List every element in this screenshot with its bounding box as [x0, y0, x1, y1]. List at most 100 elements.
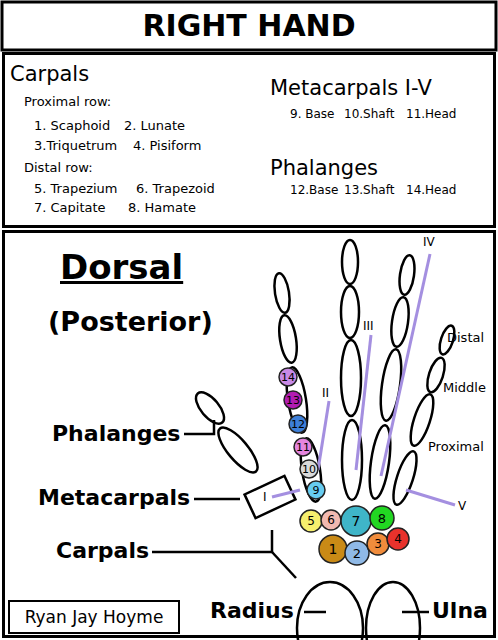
key-text: 2. Lunate: [124, 119, 185, 132]
leader-line: [184, 420, 214, 434]
callout-number: 12: [288, 414, 308, 434]
key-text: Metacarpals I-V: [270, 78, 432, 99]
key-text: 10.Shaft: [344, 108, 394, 120]
bone-marker: 9: [306, 480, 326, 500]
leader-line: [304, 611, 326, 614]
finger-bone: [276, 314, 299, 364]
marker-fill: [294, 438, 312, 456]
marker-fill: [321, 510, 341, 530]
callout-label: I: [263, 491, 267, 503]
marker-fill: [300, 510, 322, 532]
callout-number: 4: [386, 527, 410, 551]
marker-fill: [367, 533, 389, 555]
key-text: 11.Head: [406, 108, 456, 120]
pointer-line: [272, 490, 300, 497]
callout-number: 5: [299, 509, 323, 533]
key-text: Proximal row:: [24, 95, 111, 108]
bone-marker: 8: [369, 505, 395, 531]
leader-line: [194, 498, 240, 501]
callout-label: III: [363, 320, 374, 332]
thumb-metacarpal: [245, 476, 296, 518]
callout-number: 6: [320, 509, 342, 531]
callout-label: V: [458, 500, 466, 512]
bone-marker: 7: [340, 505, 372, 537]
finger-bone: [341, 286, 359, 338]
finger-bone: [342, 240, 358, 284]
key-text: 13.Shaft: [344, 184, 394, 196]
bone-marker: 3: [366, 532, 390, 556]
page-title: RIGHT HAND: [0, 11, 498, 41]
key-text: 14.Head: [406, 184, 456, 196]
marker-fill: [387, 528, 409, 550]
callout-number: 7: [340, 505, 372, 537]
finger-bone: [389, 449, 422, 507]
callout-label: Middle: [443, 381, 486, 394]
leader-line: [272, 552, 296, 578]
pointer-line: [356, 335, 371, 470]
key-text: 4. Pisiform: [133, 139, 201, 152]
marker-fill: [289, 415, 307, 433]
pointer-line: [318, 401, 329, 470]
callout-number: 9: [306, 480, 326, 500]
key-text: 7. Capitate: [34, 201, 106, 214]
bone-marker: 1: [318, 534, 348, 564]
callout-number: 1: [318, 534, 348, 564]
part-label: Radius: [210, 600, 294, 622]
bone-marker: 13: [283, 390, 303, 410]
callout-label: Distal: [447, 331, 484, 344]
thumb-phalanx: [191, 388, 229, 429]
key-text: 5. Trapezium: [34, 182, 117, 195]
marker-fill: [345, 541, 369, 565]
key-text: Distal row:: [24, 161, 93, 174]
callout-number: 14: [278, 367, 298, 387]
thumb-phalanx: [212, 422, 263, 478]
leader-line: [152, 530, 272, 552]
view-heading: (Posterior): [48, 308, 213, 335]
key-text: Carpals: [10, 64, 89, 85]
marker-fill: [341, 506, 371, 536]
key-text: 6. Trapezoid: [136, 182, 215, 195]
bone-marker: 10: [299, 459, 319, 479]
marker-fill: [319, 535, 347, 563]
marker-fill: [284, 391, 302, 409]
pointer-line: [406, 490, 455, 505]
callout-label: IV: [423, 236, 435, 248]
finger-bone: [389, 296, 412, 348]
callout-number: 2: [344, 540, 370, 566]
bone-marker: 6: [320, 509, 342, 531]
leader-line: [402, 611, 429, 614]
key-text: 9. Base: [290, 108, 334, 120]
credit-box: Ryan Jay Hoyme: [8, 600, 180, 634]
callout-number: 8: [369, 505, 395, 531]
bone-marker: 4: [386, 527, 410, 551]
finger-bone: [341, 340, 361, 416]
callout-number: 10: [299, 459, 319, 479]
key-text: 1. Scaphoid: [34, 119, 110, 132]
marker-fill: [300, 460, 318, 478]
callout-number: 13: [283, 390, 303, 410]
bone-marker: 12: [288, 414, 308, 434]
part-label: Phalanges: [52, 423, 180, 445]
radius-bone: [297, 582, 363, 640]
marker-fill: [307, 481, 325, 499]
part-label: Metacarpals: [38, 487, 190, 509]
finger-bone: [397, 254, 416, 296]
part-label: Ulna: [432, 600, 488, 622]
callout-label: Proximal: [428, 440, 484, 453]
key-text: 12.Base: [290, 184, 338, 196]
key-text: Phalanges: [270, 158, 378, 179]
pointer-line: [381, 254, 430, 476]
view-heading: Dorsal: [60, 250, 183, 284]
callout-number: 11: [293, 437, 313, 457]
part-label: Carpals: [56, 540, 149, 562]
marker-fill: [370, 506, 394, 530]
bone-marker: 2: [344, 540, 370, 566]
marker-fill: [279, 368, 297, 386]
key-text: 8. Hamate: [128, 201, 196, 214]
finger-bone: [272, 272, 292, 314]
credit-text: Ryan Jay Hoyme: [10, 602, 178, 632]
key-text: 3.Triquetrum: [34, 139, 117, 152]
bone-marker: 5: [299, 509, 323, 533]
bone-marker: 11: [293, 437, 313, 457]
